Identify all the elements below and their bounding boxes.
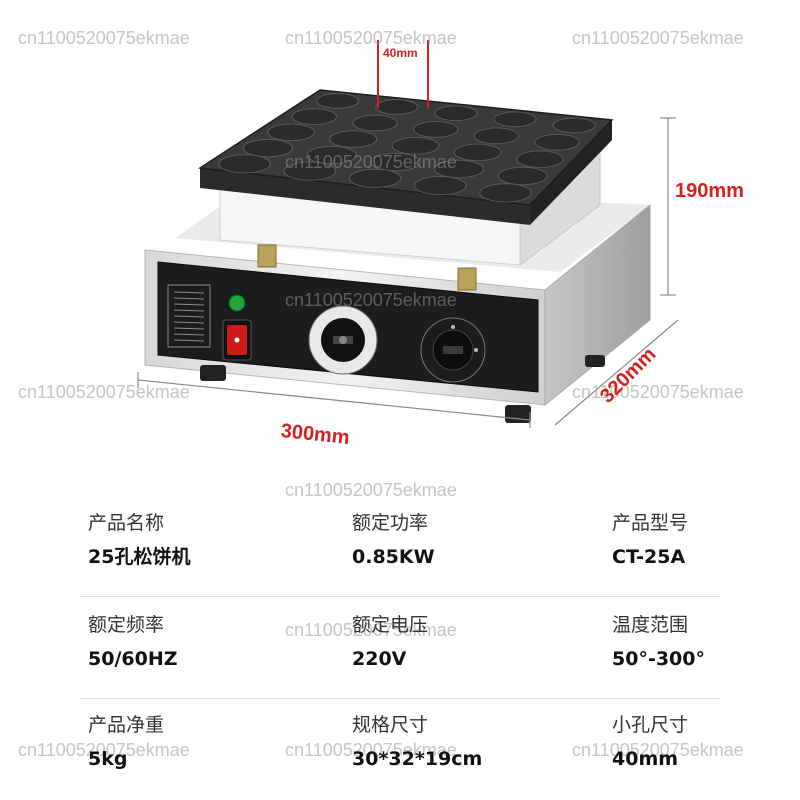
hole-dimension-label: 40mm: [383, 46, 418, 60]
watermark: cn1100520075ekmae: [18, 382, 190, 402]
griddle-hole: [391, 137, 440, 155]
watermark: cn1100520075ekmae: [285, 480, 457, 500]
spec-temperature-range: 温度范围 50°-300°: [612, 612, 800, 672]
griddle-holes: [218, 93, 596, 203]
spec-hole-size: 小孔尺寸 40mm: [612, 712, 800, 772]
spec-value: 220V: [352, 648, 407, 670]
spec-label: 规格尺寸: [352, 714, 429, 736]
divider: [80, 596, 720, 597]
griddle-hole: [316, 93, 360, 109]
griddle-hole: [497, 166, 548, 186]
watermark: cn1100520075ekmae: [285, 290, 457, 310]
foot-left: [200, 365, 226, 381]
griddle-hole: [433, 159, 485, 179]
spec-rated-power: 额定功率 0.85KW: [352, 510, 552, 570]
spec-value: 0.85KW: [352, 546, 435, 568]
watermark: cn1100520075ekmae: [18, 740, 190, 760]
body-side: [544, 203, 651, 407]
spec-label: 温度范围: [612, 614, 689, 636]
spec-label: 小孔尺寸: [612, 714, 689, 736]
griddle-hole: [413, 120, 459, 138]
griddle-hole: [552, 117, 596, 134]
spec-net-weight: 产品净重 5kg: [88, 712, 288, 772]
spec-label: 额定电压: [352, 614, 429, 636]
spec-label: 产品型号: [612, 512, 689, 534]
foot-back: [585, 355, 605, 367]
screw-left: [257, 244, 277, 268]
griddle-hole: [267, 123, 316, 142]
screw-right: [457, 267, 477, 291]
griddle-front-edge: [200, 168, 530, 225]
spec-value: 30*32*19cm: [352, 748, 483, 770]
griddle-hole: [453, 143, 502, 162]
griddle-hole: [291, 108, 337, 125]
power-switch: [222, 319, 252, 361]
spec-size: 规格尺寸 30*32*19cm: [352, 712, 552, 772]
spec-rated-voltage: 额定电压 220V: [352, 612, 552, 672]
indicator-lamp: [228, 294, 246, 312]
griddle-hole: [473, 127, 520, 145]
timer-knob: [420, 317, 486, 383]
griddle-hole: [242, 138, 293, 158]
griddle-hole: [414, 176, 467, 196]
griddle-hole: [479, 183, 532, 203]
watermark: cn1100520075ekmae: [285, 740, 457, 760]
griddle-hole: [218, 154, 271, 174]
watermark: cn1100520075ekmae: [572, 28, 744, 48]
watermark: cn1100520075ekmae: [285, 152, 457, 172]
griddle-hole: [306, 145, 357, 165]
spec-rated-frequency: 额定频率 50/60HZ: [88, 612, 288, 672]
spec-label: 额定功率: [352, 512, 429, 534]
spec-label: 产品名称: [88, 512, 165, 534]
watermark: cn1100520075ekmae: [285, 620, 457, 640]
griddle-hole: [329, 130, 378, 148]
spec-value: 50°-300°: [612, 648, 705, 670]
watermark: cn1100520075ekmae: [285, 28, 457, 48]
spec-value: 25孔松饼机: [88, 546, 191, 568]
griddle-hole: [534, 133, 580, 151]
griddle-hole: [375, 99, 419, 115]
spec-model: 产品型号 CT-25A: [612, 510, 800, 570]
watermark: cn1100520075ekmae: [572, 740, 744, 760]
watermark: cn1100520075ekmae: [18, 28, 190, 48]
griddle-side-edge: [530, 120, 612, 225]
spec-product-name: 产品名称 25孔松饼机: [88, 510, 288, 570]
griddle-hole: [348, 168, 402, 188]
divider: [80, 698, 720, 699]
spec-value: 40mm: [612, 748, 679, 770]
spec-value: 5kg: [88, 748, 128, 770]
dimension-lines: [137, 40, 679, 428]
griddle-hole: [283, 161, 337, 181]
temperature-table: [167, 284, 211, 348]
griddle-hole: [370, 152, 421, 172]
spec-value: 50/60HZ: [88, 648, 178, 670]
griddle-hole: [352, 114, 398, 132]
griddle-hole: [493, 111, 537, 128]
spec-label: 额定频率: [88, 614, 165, 636]
spec-label: 产品净重: [88, 714, 165, 736]
thermostat-knob: [308, 305, 378, 375]
griddle-hole: [516, 150, 564, 168]
watermark: cn1100520075ekmae: [572, 382, 744, 402]
griddle-hole: [434, 105, 478, 122]
spec-value: CT-25A: [612, 546, 686, 568]
product-image: [137, 40, 679, 428]
height-dimension-label: 190mm: [675, 180, 744, 202]
